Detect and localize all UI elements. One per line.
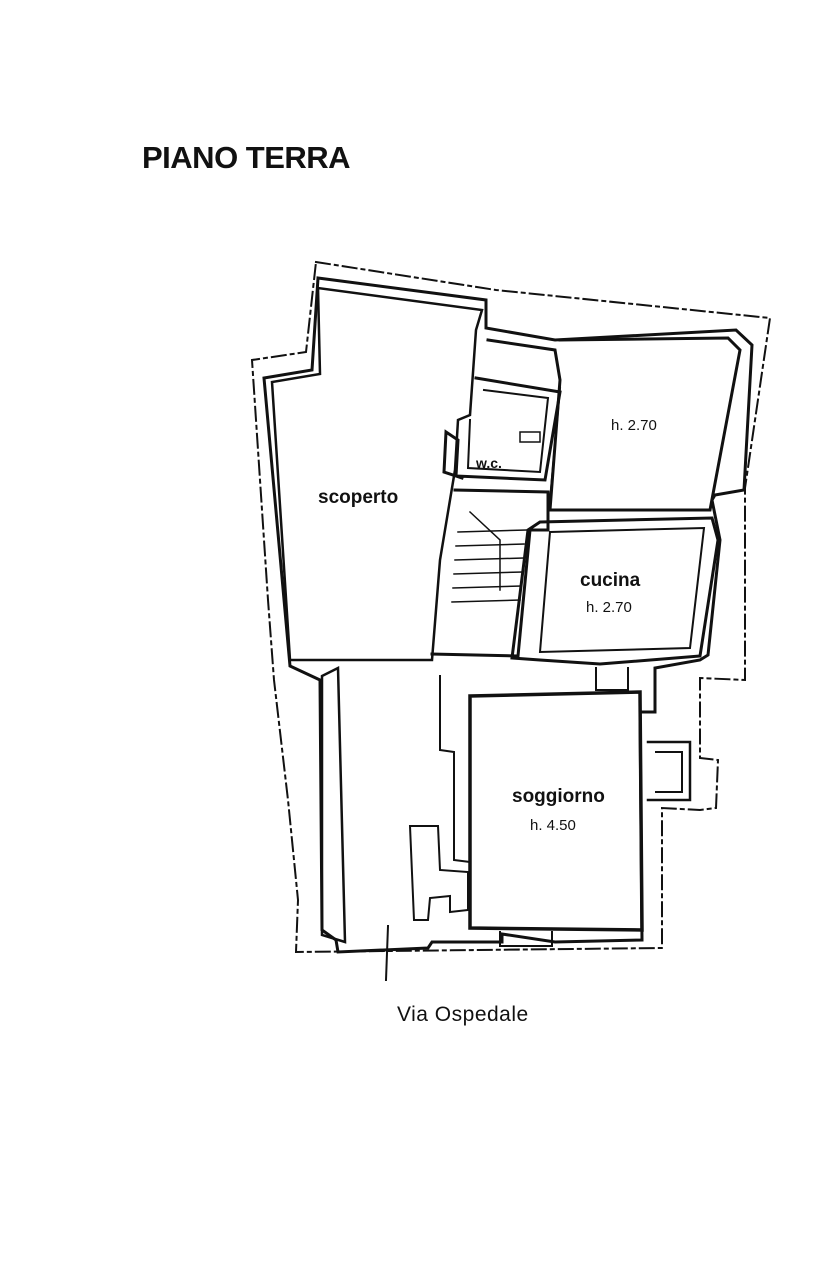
stairs xyxy=(451,510,527,603)
balcony xyxy=(646,740,692,802)
entrance-mark xyxy=(384,924,390,982)
soggiorno-walls xyxy=(468,690,644,932)
cucina-walls xyxy=(510,516,720,666)
outer-wall xyxy=(262,276,754,954)
plan-title: PIANO TERRA xyxy=(142,140,351,175)
room-label-wc: w.c. xyxy=(475,455,502,471)
room-height-cucina: h. 2.70 xyxy=(586,599,632,616)
room-height-top-right: h. 2.70 xyxy=(611,417,657,434)
stair-walls xyxy=(430,488,550,658)
room-label-cucina: cucina xyxy=(580,570,641,591)
room-label-soggiorno: soggiorno xyxy=(512,786,605,807)
street-label: Via Ospedale xyxy=(397,1003,529,1026)
entrance-wall-left xyxy=(320,666,347,944)
room-height-soggiorno: h. 4.50 xyxy=(530,817,576,834)
room-label-scoperto: scoperto xyxy=(318,487,398,508)
property-boundary xyxy=(250,260,772,954)
room-top-right-walls xyxy=(486,336,742,512)
wc-walls xyxy=(442,376,562,482)
scoperto-boundary xyxy=(270,286,484,662)
